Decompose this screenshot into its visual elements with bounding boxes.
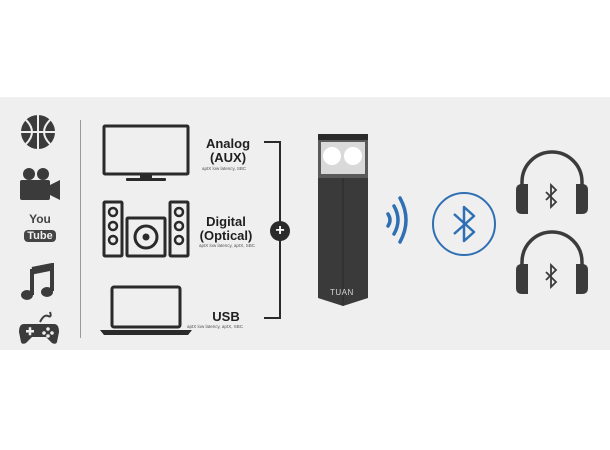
bluetooth-icon [432, 192, 496, 256]
bluetooth-transmitter-device [318, 134, 368, 306]
device-brand-text: TUAN [330, 288, 354, 297]
separator-line [80, 120, 81, 338]
analog-title-line1: Analog [205, 136, 251, 151]
analog-title-line2: (AUX) [209, 150, 247, 165]
digital-title-line1: Digital [206, 214, 246, 229]
usb-title-line1: USB [212, 309, 240, 324]
youtube-word-you: You [29, 212, 51, 226]
speaker-system-icon [102, 200, 190, 258]
basketball-icon [21, 115, 55, 149]
wireless-waves-icon [386, 196, 408, 244]
youtube-icon: You Tube [20, 213, 60, 244]
plus-connector: + [270, 221, 290, 241]
gamepad-icon [19, 311, 59, 344]
analog-label: Analog (AUX) [192, 137, 264, 165]
usb-codecs: aptX low latency, aptX, SBC [187, 324, 243, 329]
headphones-icon-top [516, 150, 588, 214]
analog-codecs: aptX low latency, SBC [202, 166, 247, 171]
digital-label: Digital (Optical) [188, 215, 264, 243]
digital-codecs: aptX low latency, aptX, SBC [199, 243, 255, 248]
tv-icon [102, 124, 190, 181]
youtube-word-tube: Tube [24, 230, 56, 242]
digital-title-line2: (Optical) [199, 228, 253, 243]
video-camera-icon [20, 168, 60, 200]
usb-label: USB [198, 310, 254, 324]
music-note-icon [21, 263, 54, 300]
background-band [0, 97, 610, 350]
laptop-icon [100, 285, 192, 335]
headphones-icon-bottom [516, 230, 588, 294]
